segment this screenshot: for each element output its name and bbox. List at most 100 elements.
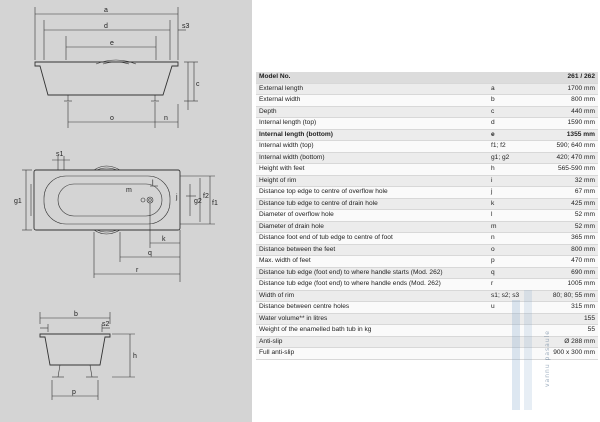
dim-label-e: e	[110, 40, 114, 47]
cell-label: Distance tub edge to centre of drain hol…	[256, 198, 488, 210]
cell-value: 1005 mm	[534, 278, 598, 291]
cell-label: Width of rim	[256, 290, 488, 302]
dim-label-f1: f1	[212, 200, 218, 207]
cell-value: 155	[534, 313, 598, 325]
dim-label-s1: s1	[56, 151, 64, 158]
cell-value: 1355 mm	[534, 129, 598, 141]
dim-label-q: q	[148, 250, 152, 257]
dim-label-k: k	[162, 236, 166, 243]
header-label: Model No.	[256, 72, 488, 84]
cell-symbol: l	[488, 209, 534, 222]
dim-label-m: m	[126, 187, 132, 194]
dim-label-r: r	[136, 267, 139, 274]
cell-label: Max. width of feet	[256, 255, 488, 268]
cell-symbol: p	[488, 255, 534, 268]
cell-value: 565-590 mm	[534, 163, 598, 176]
dim-label-o: o	[110, 115, 114, 122]
cell-value: 440 mm	[534, 106, 598, 118]
cell-symbol: k	[488, 198, 534, 210]
dim-label-s2: s2	[102, 321, 110, 328]
cell-symbol: c	[488, 106, 534, 118]
cell-value: 1590 mm	[534, 117, 598, 130]
cell-label: Internal length (top)	[256, 117, 488, 130]
dim-label-n: n	[164, 115, 168, 122]
cell-label: Height with feet	[256, 163, 488, 176]
cell-value: 52 mm	[534, 221, 598, 233]
cell-symbol	[488, 336, 534, 348]
cell-label: Diameter of drain hole	[256, 221, 488, 233]
cell-label: Diameter of overflow hole	[256, 209, 488, 222]
cell-symbol: e	[488, 129, 534, 141]
cell-label: Weight of the enamelled bath tub in kg	[256, 324, 488, 337]
table-row: Distance tub edge (foot end) to where ha…	[256, 278, 598, 291]
cell-value: 690 mm	[534, 267, 598, 279]
cell-value: 590; 640 mm	[534, 140, 598, 153]
cell-symbol: m	[488, 221, 534, 233]
dim-label-h: h	[133, 353, 137, 360]
cell-symbol	[488, 313, 534, 325]
cell-symbol: q	[488, 267, 534, 279]
cell-symbol: i	[488, 175, 534, 187]
cell-symbol: f1; f2	[488, 140, 534, 153]
cell-value: 32 mm	[534, 175, 598, 187]
header-symbol	[488, 72, 534, 84]
cell-symbol: o	[488, 244, 534, 256]
cell-symbol: d	[488, 117, 534, 130]
cell-value: 900 x 300 mm	[534, 347, 598, 360]
technical-drawing: a d e s3 c o n s1 g1 m g2 l j k f2 f1 q …	[14, 7, 218, 400]
cell-label: Distance tub edge (foot end) to where ha…	[256, 267, 488, 279]
dim-label-f2: f2	[203, 193, 209, 200]
dim-label-g1: g1	[14, 198, 22, 205]
cell-symbol: n	[488, 232, 534, 245]
drawing-panel: a d e s3 c o n s1 g1 m g2 l j k f2 f1 q …	[0, 0, 252, 422]
cell-label: Internal length (bottom)	[256, 129, 488, 141]
cell-symbol	[488, 324, 534, 337]
cell-label: Distance foot end of tub edge to centre …	[256, 232, 488, 245]
top-view	[22, 156, 215, 282]
cell-symbol: g1; g2	[488, 152, 534, 164]
cell-value: 67 mm	[534, 186, 598, 199]
cell-label: External width	[256, 94, 488, 107]
dim-label-b: b	[74, 311, 78, 318]
cell-symbol: s1; s2; s3	[488, 290, 534, 302]
table-row: Distance tub edge (foot end) to where ha…	[256, 267, 598, 279]
end-view	[39, 312, 135, 400]
cell-label: Height of rim	[256, 175, 488, 187]
cell-label: Water volume** in litres	[256, 313, 488, 325]
cell-label: Distance between centre holes	[256, 301, 488, 314]
cell-symbol: h	[488, 163, 534, 176]
cell-symbol: r	[488, 278, 534, 291]
table-header-row: Model No. 261 / 262	[256, 72, 598, 84]
dim-label-l: l	[152, 180, 154, 187]
cell-label: Distance between the feet	[256, 244, 488, 256]
cell-symbol: j	[488, 186, 534, 199]
dimension-labels: a d e s3 c o n s1 g1 m g2 l j k f2 f1 q …	[14, 7, 218, 396]
dim-label-j: j	[175, 194, 178, 201]
cell-value: 365 mm	[534, 232, 598, 245]
cell-symbol: b	[488, 94, 534, 107]
cell-value: 800 mm	[534, 244, 598, 256]
cell-symbol	[488, 347, 534, 360]
header-value: 261 / 262	[534, 72, 598, 84]
dim-label-s3: s3	[182, 23, 190, 30]
dim-label-g2: g2	[194, 198, 202, 205]
cell-label: Depth	[256, 106, 488, 118]
cell-symbol: a	[488, 83, 534, 95]
